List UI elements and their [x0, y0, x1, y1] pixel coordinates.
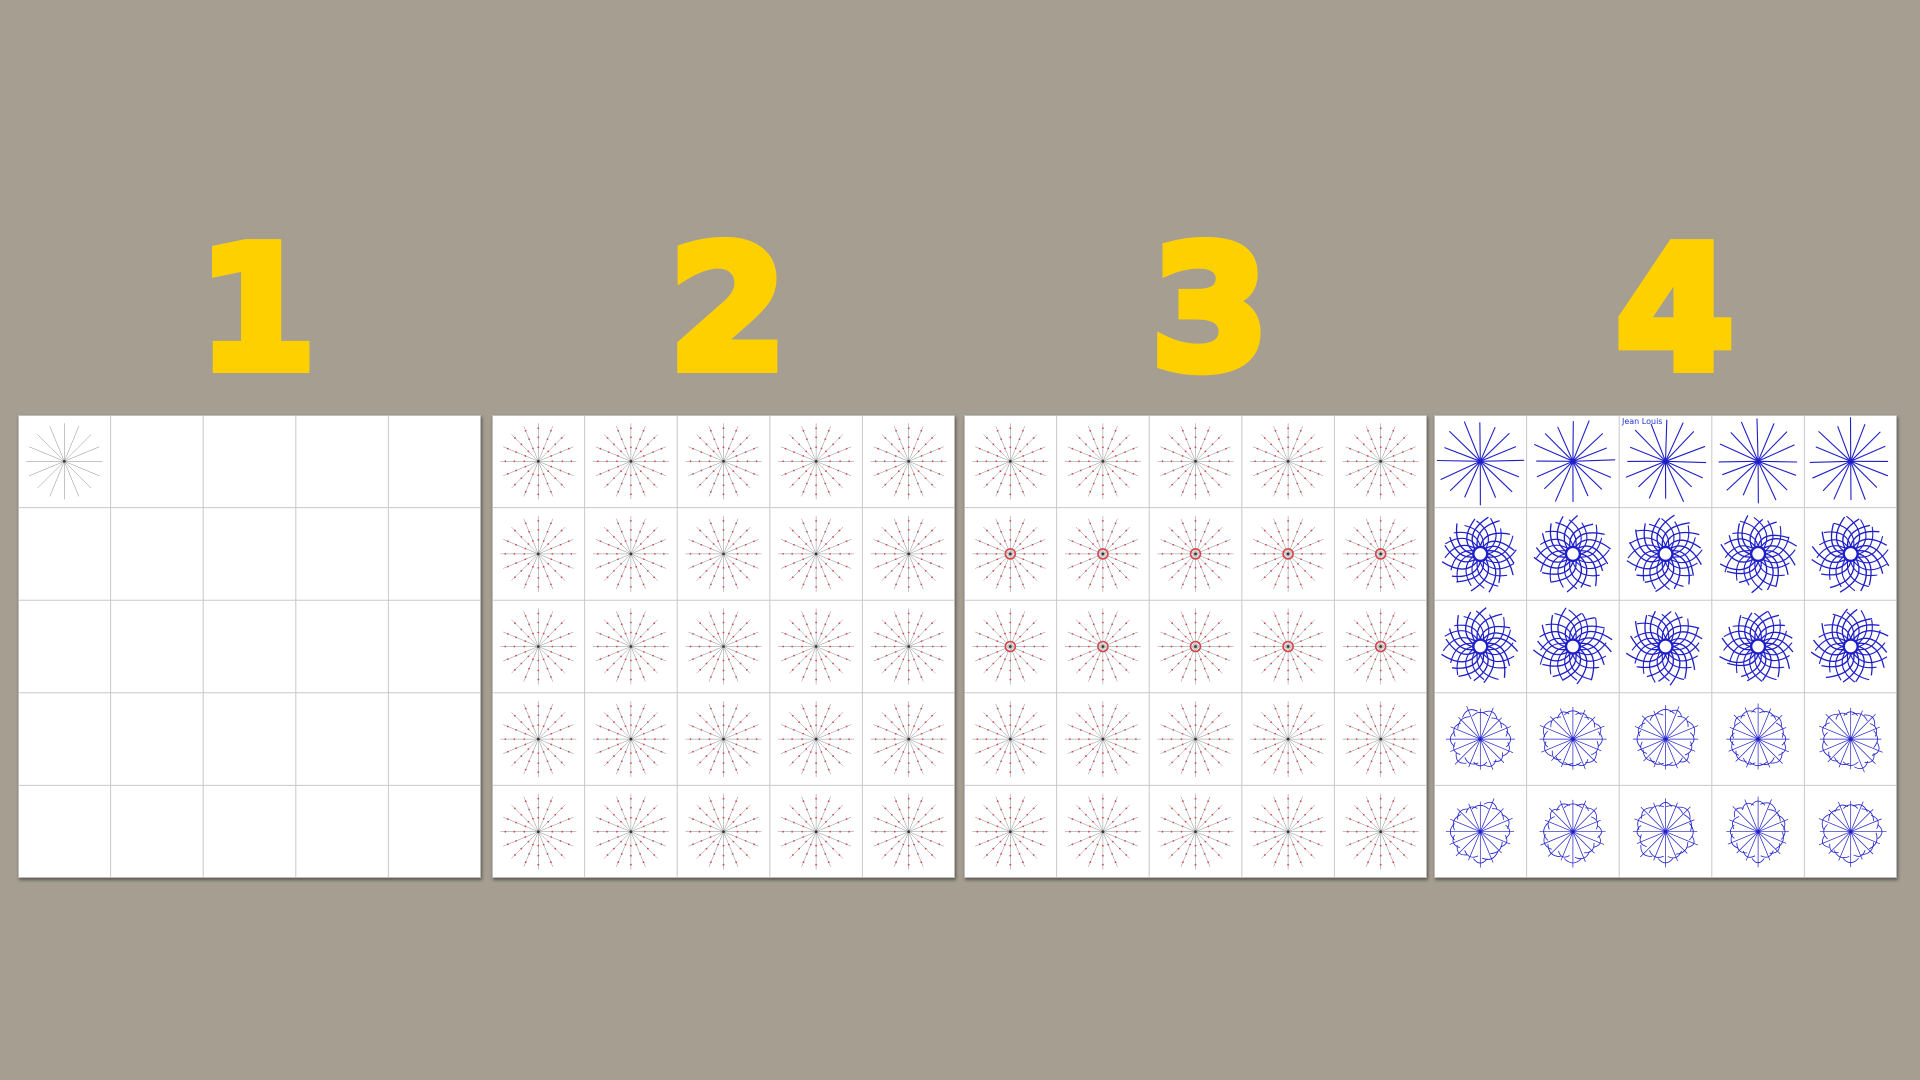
radial-guide-icon: [1250, 423, 1327, 500]
radial-ink-drawing-icon: [1533, 514, 1611, 593]
radial-guide-icon: [1342, 701, 1419, 778]
radial-guide-icon: [972, 793, 1049, 870]
radial-ink-drawing-icon: [1534, 420, 1616, 503]
radial-guide-icon: [870, 701, 947, 778]
radial-ink-drawing-icon: [1625, 610, 1703, 686]
radial-guide-icon: [870, 423, 947, 500]
radial-ink-drawing-icon: [1532, 607, 1613, 685]
radial-guide-icon: [1157, 423, 1234, 500]
radial-guide-icon: [1064, 608, 1141, 685]
panel-step-2: [492, 415, 955, 878]
radial-guide-icon: [870, 515, 947, 592]
radial-guide-icon: [778, 793, 855, 870]
radial-ink-drawing-icon: [1719, 610, 1794, 682]
panel-step-3: [964, 415, 1427, 878]
radial-ink-drawing-icon: [1818, 800, 1887, 868]
radial-ink-drawing-icon: [1632, 798, 1698, 868]
radial-guide-icon: [500, 608, 577, 685]
radial-ink-drawing-icon: [1726, 796, 1789, 868]
radial-guide-icon: [685, 793, 762, 870]
radial-guide-icon: [1064, 701, 1141, 778]
radial-guide-icon: [1064, 515, 1141, 592]
radial-guide-icon: [685, 423, 762, 500]
panel-step-1: [18, 415, 481, 878]
radial-guide-icon: [1250, 515, 1327, 592]
radial-guide-icon: [778, 423, 855, 500]
radial-ink-drawing-icon: [1719, 515, 1797, 594]
radial-ink-drawing-icon: [1441, 516, 1517, 593]
radial-guide-icon: [500, 515, 577, 592]
step-label-1: 1: [193, 211, 321, 409]
radial-ink-drawing-icon: [1811, 515, 1890, 593]
radial-guide-icon: [500, 423, 577, 500]
radial-ink-drawing-icon: [1718, 418, 1798, 504]
radial-guide-icon: [592, 423, 669, 500]
radial-guide-icon: [778, 515, 855, 592]
radial-guide-icon: [778, 701, 855, 778]
radial-guide-icon: [972, 515, 1049, 592]
handwritten-note: Jean Louis: [1622, 417, 1663, 426]
radial-guide-icon: [1342, 793, 1419, 870]
radial-guide-icon: [1157, 701, 1234, 778]
radial-ink-drawing-icon: [1809, 417, 1889, 501]
radial-guide-icon: [1250, 701, 1327, 778]
panel-step-4: [1434, 415, 1897, 878]
radial-guide-icon: [1157, 608, 1234, 685]
radial-guide-icon: [500, 793, 577, 870]
radial-guide-icon: [972, 423, 1049, 500]
panel-grid-4: [1434, 415, 1897, 878]
radial-ink-drawing-icon: [1441, 607, 1519, 684]
radial-guide-icon: [972, 608, 1049, 685]
radial-guide-icon: [685, 515, 762, 592]
radial-guide-icon: [1342, 515, 1419, 592]
radial-ink-drawing-icon: [1810, 608, 1889, 683]
radial-ink-drawing-icon: [1446, 798, 1515, 868]
radial-guide-icon: [1157, 515, 1234, 592]
radial-guide-icon: [1250, 608, 1327, 685]
radial-guide-icon: [1342, 423, 1419, 500]
radial-guide-icon: [1064, 793, 1141, 870]
step-label-4: 4: [1611, 211, 1739, 409]
panel-grid-3: [964, 415, 1427, 878]
radial-guide-icon: [685, 701, 762, 778]
radial-guide-icon: [500, 701, 577, 778]
radial-guide-icon: [1064, 423, 1141, 500]
radial-ink-drawing-icon: [1539, 799, 1606, 868]
radial-guide-icon: [1250, 793, 1327, 870]
radial-guide-icon: [592, 515, 669, 592]
radial-guide-icon: [870, 608, 947, 685]
radial-guide-icon: [592, 608, 669, 685]
radial-guide-icon: [778, 608, 855, 685]
radial-guide-icon: [592, 793, 669, 870]
radial-ink-drawing-icon: [1539, 706, 1607, 770]
step-label-3: 3: [1146, 211, 1274, 409]
radial-guide-icon: [26, 423, 103, 500]
radial-ink-drawing-icon: [1436, 421, 1525, 506]
panel-grid-1: [18, 415, 481, 878]
radial-guide-icon: [870, 793, 947, 870]
radial-guide-icon: [1342, 608, 1419, 685]
radial-ink-drawing-icon: [1626, 514, 1703, 593]
radial-ink-drawing-icon: [1625, 419, 1707, 502]
radial-ink-drawing-icon: [1445, 706, 1515, 770]
radial-guide-icon: [685, 608, 762, 685]
radial-ink-drawing-icon: [1632, 705, 1699, 770]
radial-ink-drawing-icon: [1726, 703, 1790, 770]
radial-ink-drawing-icon: [1819, 707, 1883, 773]
radial-guide-icon: [592, 701, 669, 778]
radial-guide-icon: [1157, 793, 1234, 870]
radial-guide-icon: [972, 701, 1049, 778]
panel-grid-2: [492, 415, 955, 878]
step-label-2: 2: [664, 211, 792, 409]
